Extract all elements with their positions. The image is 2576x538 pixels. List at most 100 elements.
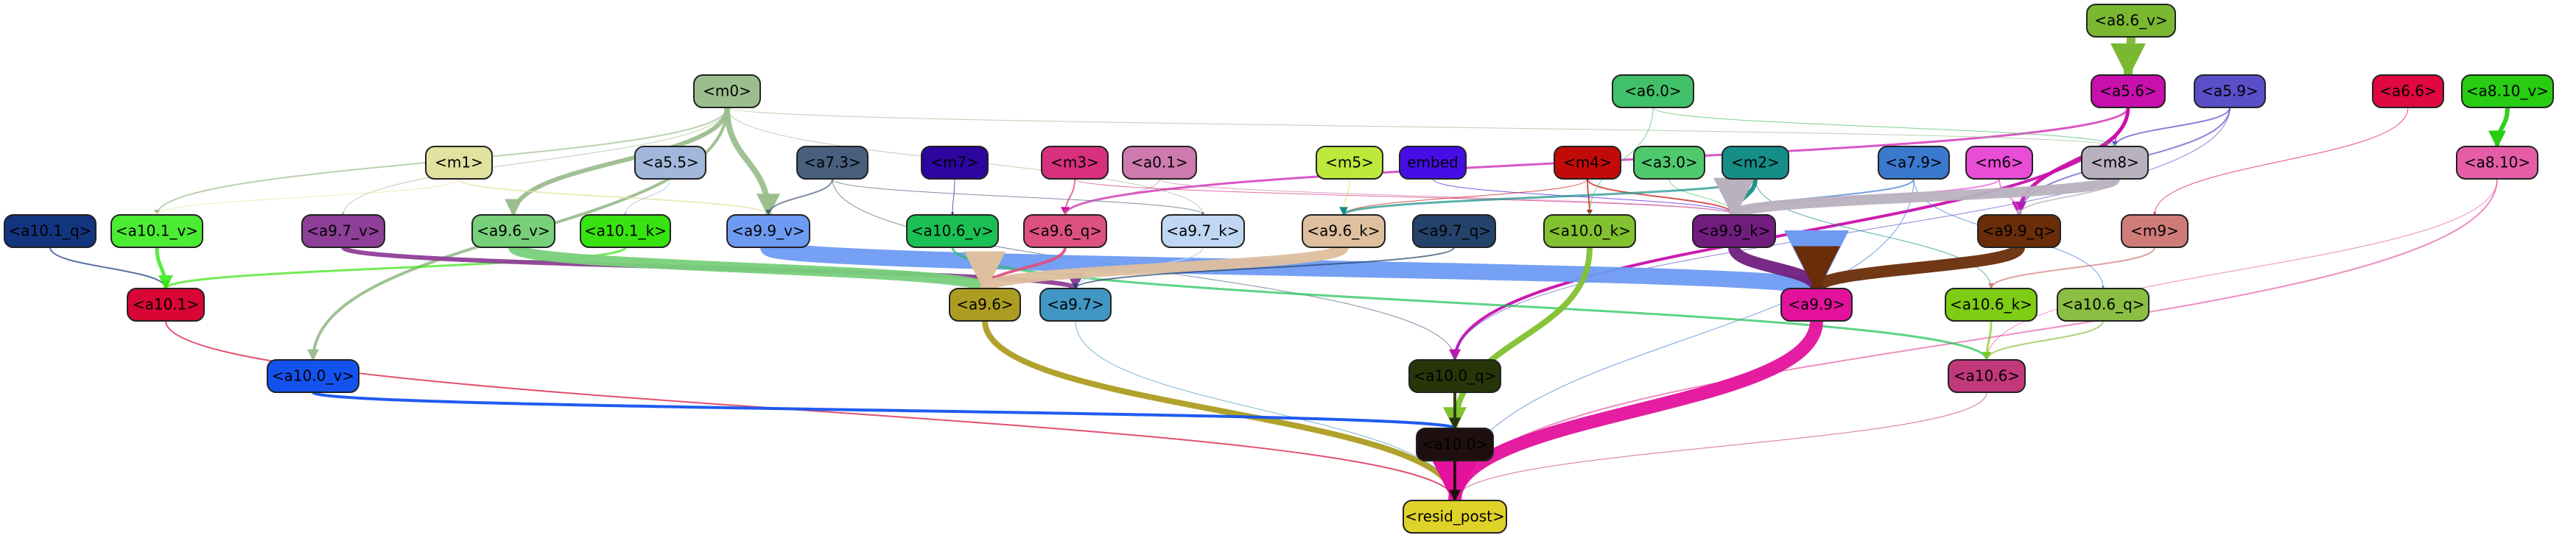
edge-m3-to-a9_6_q [1062,178,1075,216]
node-label: <a5.9> [2201,82,2259,100]
node-m3[interactable]: <m3> [1041,146,1109,180]
node-a10-6-v[interactable]: <a10.6_v> [906,214,999,248]
node-a10-1-q[interactable]: <a10.1_q> [4,214,96,248]
node-a0-1[interactable]: <a0.1> [1122,146,1197,180]
edge-m3-to-a9_9_k [1074,178,1736,216]
node-label: <resid_post> [1405,508,1504,525]
node-box [1403,500,1507,534]
edge-a9_6_v-to-a9_6 [508,242,1005,294]
node-a6-0[interactable]: <a6.0> [1612,74,1694,108]
node-label: <m5> [1325,154,1374,171]
node-m0[interactable]: <m0> [693,74,761,108]
node-box [1161,214,1245,248]
node-a10-1[interactable]: <a10.1> [127,288,205,322]
node-a10-0-k[interactable]: <a10.0_k> [1543,214,1636,248]
node-a8-10[interactable]: <a8.10> [2456,146,2538,180]
edge-m5-to-a9_6_k [1342,178,1350,216]
node-label: <m1> [435,154,483,171]
node-m2[interactable]: <m2> [1722,146,1789,180]
node-m8[interactable]: <m8> [2081,146,2149,180]
edge-a7_3-to-a9_7_k [832,178,1204,216]
node-a9-6-q[interactable]: <a9.6_q> [1023,214,1107,248]
node-a10-6-q[interactable]: <a10.6_q> [2057,288,2149,322]
edge-a7_3-to-a9_9_v [765,178,833,216]
node-m5[interactable]: <m5> [1316,146,1383,180]
node-a9-7-v[interactable]: <a9.7_v> [301,214,385,248]
node-a9-9[interactable]: <a9.9> [1780,288,1853,322]
node-a9-9-q[interactable]: <a9.9_q> [1977,214,2061,248]
node-box [1416,428,1494,461]
edge-a5_9-to-m8 [2112,107,2231,147]
node-a10-6-k[interactable]: <a10.6_k> [1945,288,2038,322]
edge-m1-to-a10_1_v [155,178,460,216]
node-a8-10-v[interactable]: <a8.10_v> [2461,74,2554,108]
node-label: <a9.6> [956,296,1014,314]
edge-a8_6_v-to-a5_6 [2110,36,2147,79]
node-box [580,214,671,248]
node-label: <a10.1_q> [9,222,92,240]
node-m9[interactable]: <m9> [2121,214,2189,248]
node-a7-9[interactable]: <a7.9> [1878,146,1950,180]
node-a10-0[interactable]: <a10.0> [1416,428,1494,461]
edge-layer [49,36,2510,506]
node-a3-0[interactable]: <a3.0> [1633,146,1705,180]
node-a9-6-k[interactable]: <a9.6_k> [1302,214,1386,248]
node-a9-6[interactable]: <a9.6> [949,288,1021,322]
node-a9-7-q[interactable]: <a9.7_q> [1412,214,1496,248]
node-box [110,214,203,248]
node-box [906,214,999,248]
node-label: <m7> [930,154,979,171]
node-label: <a10.1_v> [116,222,198,240]
node-label: embed [1407,154,1458,171]
node-m7[interactable]: <m7> [921,146,989,180]
node-a9-9-v[interactable]: <a9.9_v> [726,214,810,248]
edge-a8_10_v-to-a8_10 [2488,107,2510,149]
node-box [301,214,385,248]
edge-embed-to-a9_9_k [1432,178,1736,216]
node-label: <a10.6_q> [2062,296,2145,314]
edge-a10_0_v-to-a10_0 [312,391,1461,430]
node-m4[interactable]: <m4> [1554,146,1621,180]
node-a5-6[interactable]: <a5.6> [2091,74,2166,108]
node-a9-7[interactable]: <a9.7> [1039,288,1112,322]
node-box [1543,214,1636,248]
node-label: <a10.6_v> [911,222,994,240]
node-label: <a10.6_k> [1950,296,2032,314]
edge-a9_7_q-to-a9_7 [1073,247,1455,289]
node-a10-0-q[interactable]: <a10.0_q> [1408,359,1501,393]
node-a10-1-k[interactable]: <a10.1_k> [580,214,671,248]
node-m6[interactable]: <m6> [1965,146,2033,180]
node-label: <a7.3> [804,154,861,171]
node-box [471,214,555,248]
node-box [1302,214,1386,248]
node-a5-9[interactable]: <a5.9> [2194,74,2266,108]
node-label: <m4> [1563,154,1612,171]
node-label: <a6.0> [1624,82,1682,100]
edge-a10_6_q-to-a10_6 [1984,320,2104,361]
node-box [2372,74,2444,108]
edge-m2-to-a10_6_k [1755,178,1993,289]
node-m1[interactable]: <m1> [425,146,493,180]
node-a10-1-v[interactable]: <a10.1_v> [110,214,203,248]
node-a5-5[interactable]: <a5.5> [634,146,706,180]
node-a8-6-v[interactable]: <a8.6_v> [2086,4,2176,38]
node-box [1122,146,1197,180]
edge-a9_6_k-to-a9_6 [964,244,1349,293]
node-label: <a9.9_v> [731,222,804,240]
node-a10-6[interactable]: <a10.6> [1948,359,2026,393]
node-a9-6-v[interactable]: <a9.6_v> [471,214,555,248]
node-a9-7-k[interactable]: <a9.7_k> [1161,214,1245,248]
edge-a10_1-to-resid_post [165,320,1458,501]
edge-m8-to-a9_9_k [1714,174,2120,220]
node-box [4,214,96,248]
node-label: <a9.7> [1047,296,1104,314]
node-a6-6[interactable]: <a6.6> [2372,74,2444,108]
node-a7-3[interactable]: <a7.3> [796,146,868,180]
node-resid-post[interactable]: <resid_post> [1403,500,1507,534]
edge-m8-to-a9_9_q [2016,178,2116,216]
node-a10-0-v[interactable]: <a10.0_v> [267,359,359,393]
node-box [2194,74,2266,108]
node-label: <a10.1> [133,296,199,314]
node-embed[interactable]: embed [1399,146,1467,180]
node-a9-9-k[interactable]: <a9.9_k> [1692,214,1776,248]
